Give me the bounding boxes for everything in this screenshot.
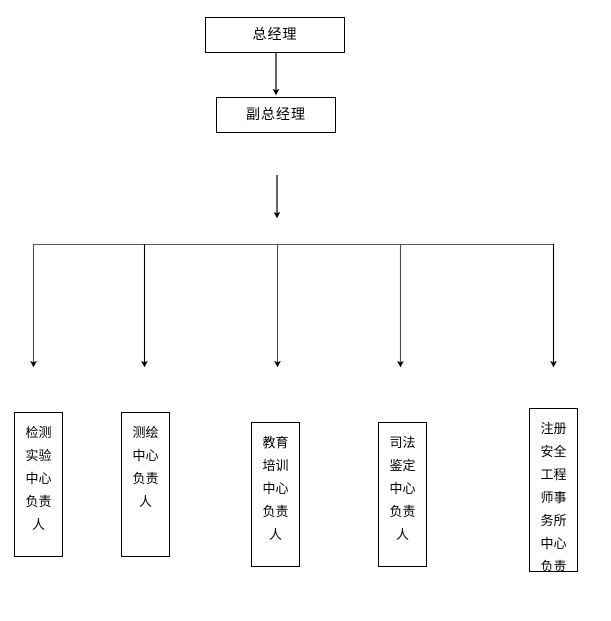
- node-department-4-label: 司法鉴定中心负责人: [389, 436, 416, 543]
- node-department-2-label: 测绘中心负责人: [132, 426, 159, 510]
- node-department-3-label: 教育培训中心负责人: [262, 436, 289, 543]
- node-deputy-general-manager-label: 副总经理: [246, 107, 306, 123]
- node-general-manager[interactable]: 总经理: [205, 17, 345, 53]
- node-department-4[interactable]: 司法鉴定中心负责人: [378, 422, 427, 567]
- node-department-1-label: 检测实验中心负责人: [25, 426, 52, 533]
- node-deputy-general-manager[interactable]: 副总经理: [216, 97, 336, 133]
- node-general-manager-label: 总经理: [252, 27, 298, 43]
- node-department-5[interactable]: 注册安全工程师事务所中心负责: [529, 408, 578, 572]
- node-department-1[interactable]: 检测实验中心负责人: [14, 412, 63, 557]
- node-department-3[interactable]: 教育培训中心负责人: [251, 422, 300, 567]
- node-department-2[interactable]: 测绘中心负责人: [121, 412, 170, 557]
- node-department-5-label: 注册安全工程师事务所中心负责: [540, 422, 567, 572]
